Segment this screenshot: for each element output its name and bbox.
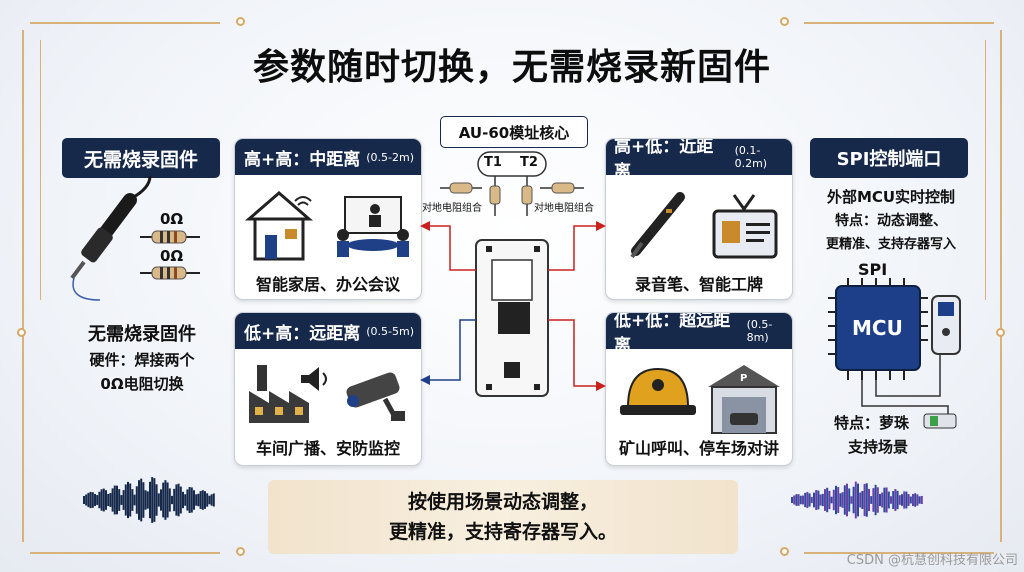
parking-garage-icon: P [708,365,780,434]
mode-caption: 录音笔、智能工牌 [634,275,763,294]
watermark: CSDN @杭慧创科技有限公司 [846,553,1018,568]
mcu-label: MCU [852,316,903,340]
spi-label: SPI [858,260,888,279]
page-title: 参数随时切换，无需烧录新固件 [252,47,771,88]
id-badge-icon [712,194,778,259]
frame-dot [780,547,789,556]
frame-line-bottom-left [30,552,220,554]
meeting-icon [337,196,409,257]
frame-line-top-left [30,22,220,24]
frame-line-right [1000,30,1002,542]
resistor-icon [540,182,584,194]
spi-feature2: 支持场景 [848,438,909,456]
mode-panel-low-low: 低+低：超远距离(0.5-8m) P 矿山呼叫、停车场对讲 [605,312,793,466]
mode-header: 低+低：超远距离(0.5-8m) [606,313,792,356]
left-caption-title: 无需烧录固件 [88,324,196,345]
mode-caption: 车间广播、安防监控 [255,439,400,458]
left-header: 无需烧录固件 [62,138,220,178]
frame-line-inner-left [40,40,41,300]
soldering-iron-icon [70,175,152,301]
spi-header: SPI控制端口 [810,138,968,178]
resistor-combo-left: 对地电阻组合 [422,203,482,214]
smart-home-icon [244,191,314,261]
mode-panel-high-low: 高+低：近距离(0.1-0.2m) 录音笔、智能工牌 [605,138,793,300]
resistor-icon [140,266,200,280]
summary-line2: 更精准，支持寄存器写入。 [388,521,617,543]
spi-line3: 更精准、支持存器写入 [825,237,956,252]
remote-device-icon [931,295,961,355]
t1-label: T1 [484,155,502,170]
resistor-icon [521,185,533,205]
summary-box: 按使用场景动态调整， 更精准，支持寄存器写入。 [268,480,738,554]
spi-line2: 特点：动态调整、 [835,213,947,229]
factory-icon [249,365,327,423]
frame-dot [780,17,789,26]
mode-caption: 智能家居、办公会议 [255,275,400,294]
mode-header: 高+高：中距离(0.5-2m) [235,139,421,175]
module-board-icon [475,239,549,397]
resistor-label-2: 0Ω [160,247,184,265]
resistor-label-1: 0Ω [160,210,184,228]
resistor-icon [440,182,482,194]
arrow-head [420,221,430,231]
spi-feature1: 特点：萝珠 [834,414,910,432]
mcu-chip-icon [828,278,928,380]
security-camera-icon [346,372,405,421]
resistor-icon [489,185,501,205]
core-title: AU-60模址核心 [440,116,588,148]
spi-line1: 外部MCU实时控制 [826,188,956,206]
svg-text:P: P [740,373,747,384]
mode-caption: 矿山呼叫、停车场对讲 [618,439,779,458]
mode-header: 高+低：近距离(0.1-0.2m) [606,139,792,182]
frame-line-inner-right [985,40,986,300]
mode-header: 低+高：远距离(0.5-5m) [235,313,421,349]
resistor-combo-right: 对地电阻组合 [534,203,594,214]
frame-dot [17,328,26,337]
summary-line1: 按使用场景动态调整， [407,491,598,513]
left-caption-line2: 0Ω电阻切换 [100,375,184,393]
frame-dot [236,547,245,556]
resistor-icon [140,230,200,244]
frame-line-left [22,30,24,542]
frame-dot [236,17,245,26]
arrow-head [596,381,606,391]
arrow-head [420,375,430,385]
hard-hat-icon [620,367,696,415]
frame-line-top-right [804,22,994,24]
t2-label: T2 [520,155,538,170]
mode-panel-low-high: 低+高：远距离(0.5-5m) 车间广播、安防监控 [234,312,422,466]
recording-pen-icon [630,192,685,259]
frame-dot [996,328,1005,337]
frame-line-bottom-right [804,552,994,554]
left-caption-line1: 硬件：焊接两个 [89,351,195,369]
arrow-head [596,221,606,231]
mode-panel-high-high: 高+高：中距离(0.5-2m) 智能家居、办公会议 [234,138,422,300]
